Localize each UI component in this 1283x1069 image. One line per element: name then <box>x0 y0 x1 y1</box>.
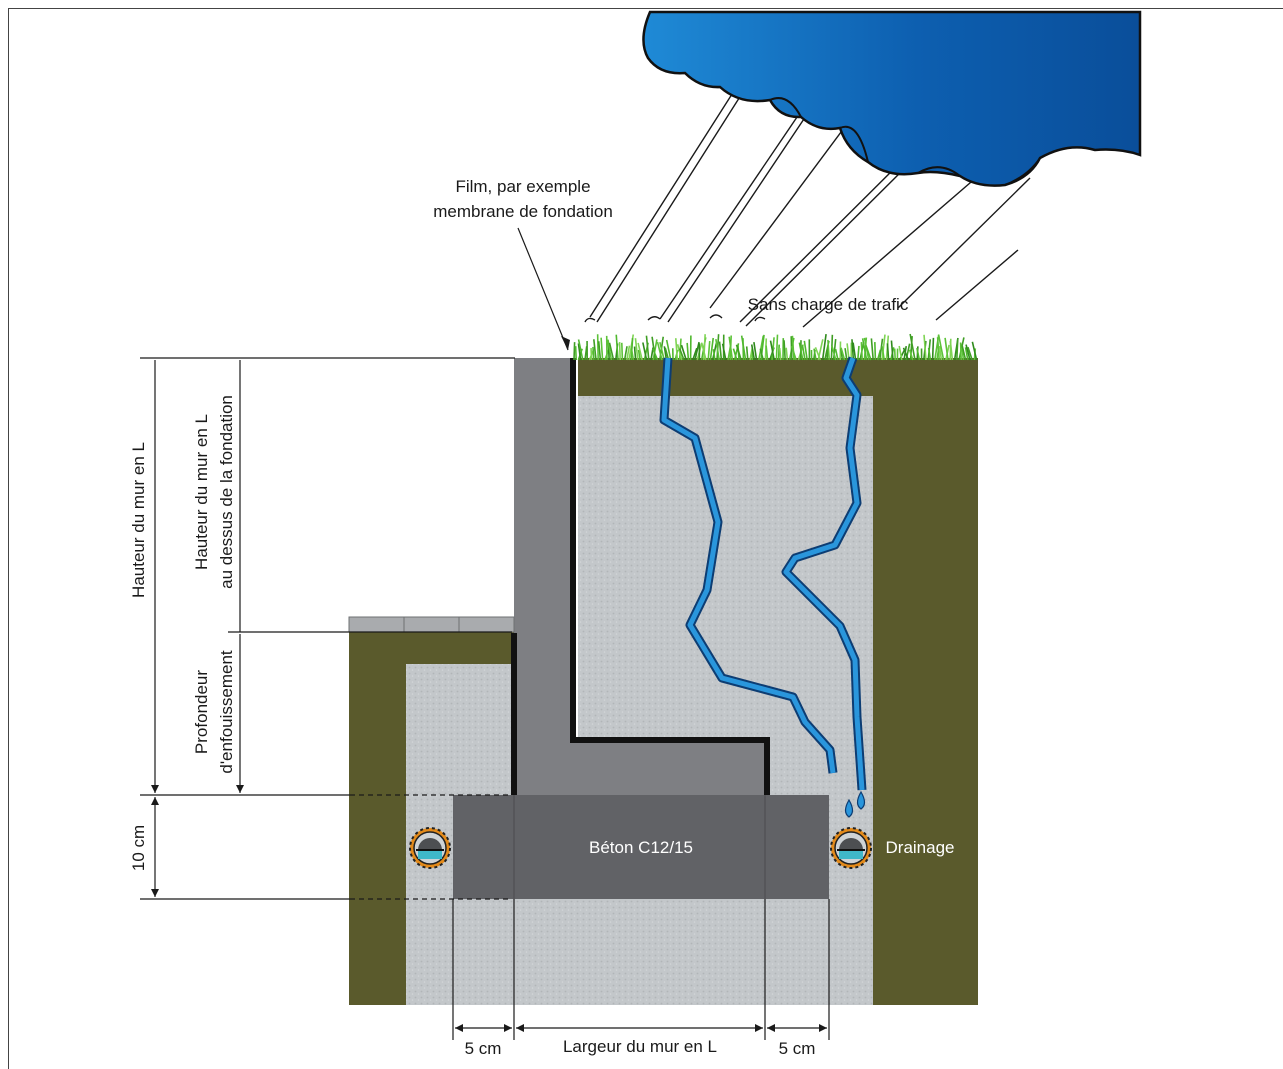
grass <box>573 333 978 361</box>
wall-width-label: Largeur du mur en L <box>563 1037 717 1056</box>
drainage-label: Drainage <box>886 838 955 857</box>
above-foundation-label-line2: au dessus de la fondation <box>217 395 236 589</box>
diagram-frame <box>8 8 1283 1069</box>
ten-cm-label: 10 cm <box>129 825 148 871</box>
drain-pipe-icon <box>830 827 872 869</box>
rain-cloud-icon <box>642 10 1142 187</box>
total-height-label: Hauteur du mur en L <box>129 442 148 598</box>
water-seepage <box>659 356 867 818</box>
above-foundation-label-line1: Hauteur du mur en L <box>192 414 211 570</box>
concrete-footing <box>453 795 829 899</box>
film-leader-line <box>517 227 569 351</box>
film-label-line1: Film, par exemple <box>455 177 590 196</box>
film-leader-arrow <box>561 336 570 350</box>
dimension-lines <box>140 357 830 1040</box>
l-shaped-wall <box>514 358 767 795</box>
depth-label-line1: Profondeur <box>192 670 211 754</box>
left-gap-label: 5 cm <box>465 1039 502 1058</box>
membrane-film <box>570 358 770 795</box>
rain-streaks <box>584 57 1031 328</box>
traffic-label: Sans charge de trafic <box>748 295 909 314</box>
right-gap-label: 5 cm <box>779 1039 816 1058</box>
drain-pipe-icon <box>409 827 451 869</box>
paving-stones <box>348 616 515 633</box>
film-label-line2: membrane de fondation <box>433 202 613 221</box>
depth-label-line2: d'enfouissement <box>217 650 236 774</box>
concrete-label: Béton C12/15 <box>589 838 693 857</box>
